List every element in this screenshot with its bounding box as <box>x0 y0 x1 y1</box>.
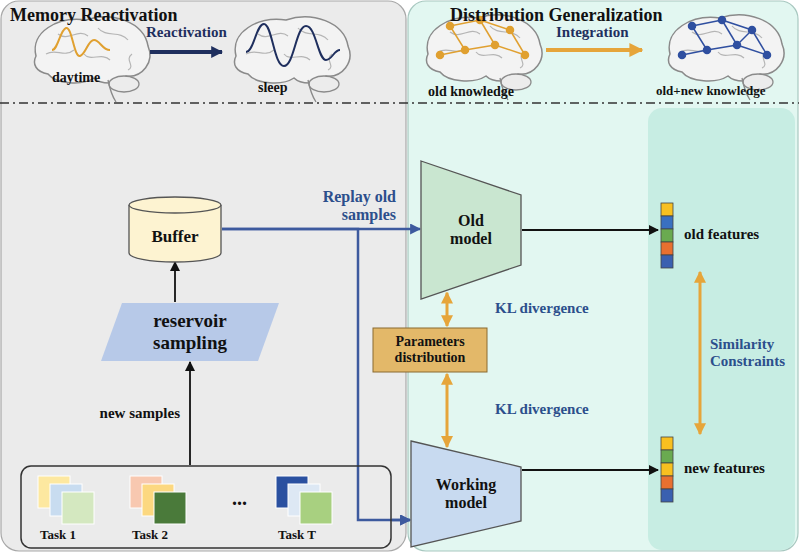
edge-label: KL divergence <box>495 301 589 318</box>
sampling-parallelogram: reservoir sampling <box>100 302 280 362</box>
node-text: ... <box>232 487 247 510</box>
node-text: Distribution Generalization <box>450 5 663 26</box>
state-label: daytime <box>52 70 100 86</box>
connector-arrow <box>446 293 449 326</box>
node-text: Working model <box>429 476 503 513</box>
node-text: Old model <box>436 212 506 249</box>
edge-label: Replay old samples <box>300 188 396 225</box>
node-text: old features <box>684 226 759 243</box>
process-label: Reactivation <box>146 24 227 41</box>
connector-arrow <box>699 272 702 434</box>
state-label: old+new knowledge <box>656 84 766 99</box>
connector-arrow <box>222 229 410 520</box>
edge-label: new samples <box>98 405 182 422</box>
new-feature-vector: new features <box>660 436 795 504</box>
node-text: Parameters distribution <box>380 334 480 366</box>
connector-arrow <box>522 229 658 231</box>
node-text: Task 1 <box>40 528 76 543</box>
node-text: new features <box>684 460 765 477</box>
node-text: Task T <box>278 528 316 543</box>
process-label: Integration <box>556 24 629 41</box>
state-label: old knowledge <box>428 84 514 100</box>
edge-label: KL divergence <box>495 402 589 419</box>
node-text: reservoir sampling <box>130 310 250 354</box>
old-model-trapezoid: Old model <box>420 160 522 300</box>
old-feature-vector: old features <box>660 202 795 270</box>
edge-label: Similarity Constraints <box>710 336 796 371</box>
working-model-trapezoid: Working model <box>410 440 522 548</box>
connector-arrow <box>174 262 176 302</box>
state-label: sleep <box>258 80 288 96</box>
buffer-cylinder: Buffer <box>128 196 222 262</box>
node-text: Buffer <box>151 227 198 247</box>
parameters-box: Parameters distribution <box>372 327 488 373</box>
connector-arrow <box>392 519 410 522</box>
connector-arrow <box>189 362 191 465</box>
task-group-box: Task 1 Task 2... Task T <box>20 465 392 549</box>
generalization-panel: Distribution GeneralizationOld modelPara… <box>408 0 799 552</box>
connector-arrow <box>446 374 449 447</box>
connector-arrow <box>522 469 658 471</box>
node-text: Memory Reactivation <box>10 5 177 26</box>
node-text: Task 2 <box>132 528 168 543</box>
